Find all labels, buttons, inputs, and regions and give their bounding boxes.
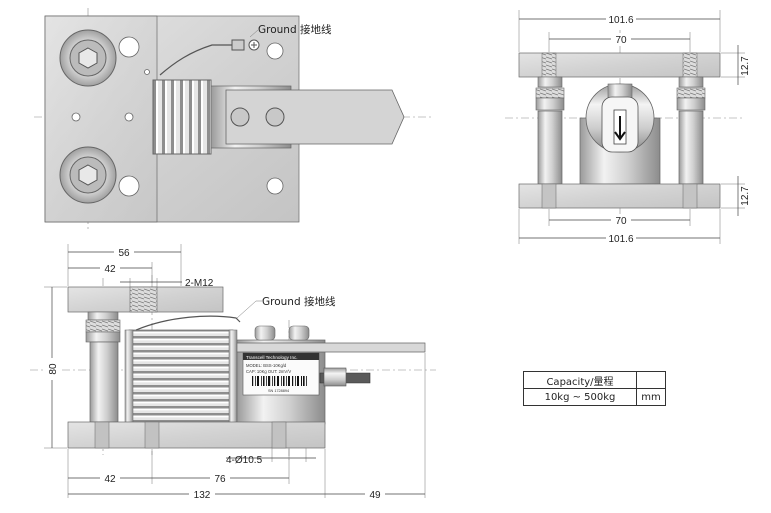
side-dim-70-top: 70: [615, 35, 627, 46]
top-loading-arm: [225, 89, 405, 145]
top-ground-label: Ground 接地线: [258, 23, 332, 36]
front-cable-gland: [323, 367, 347, 387]
front-dim-80: 80: [48, 363, 59, 375]
nameplate-line-2: MODEL: BSS-10Kg/d: [246, 363, 287, 368]
nameplate-line-4: SN 1728894: [268, 389, 289, 393]
capacity-value-cell: 10kg ~ 500kg: [523, 388, 637, 406]
side-right-column: [678, 110, 704, 185]
spec-table-row-header: Capacity/量程: [523, 371, 666, 389]
nameplate-line-1: Transcell Technology Inc.: [246, 355, 298, 360]
top-ground-leader: [249, 29, 259, 38]
front-ground-label: Ground 接地线: [262, 295, 336, 308]
top-ground-lug: [231, 39, 245, 51]
top-hole-4: [266, 177, 284, 195]
nameplate-line-3: CAP: 10Kg OUT: 2mV/V: [246, 369, 291, 374]
top-bolt-head-upper: [78, 47, 98, 69]
top-hole-3: [266, 42, 284, 60]
front-hole-label: 4-Ø10.5: [226, 455, 263, 466]
side-dim-101-top: 101.6: [608, 15, 633, 26]
front-dim-49: 49: [369, 490, 381, 501]
top-bellows: [152, 79, 212, 155]
top-hole-1: [118, 36, 140, 58]
front-dim-56: 56: [118, 248, 130, 259]
top-hole-2: [118, 175, 140, 197]
side-dim-70-bottom: 70: [615, 216, 627, 227]
top-arm-bolt-1: [230, 107, 250, 127]
side-view: 101.6 70 12.7 12.7 70 101.6: [505, 10, 751, 245]
front-dim-42-top: 42: [104, 264, 116, 275]
empty-header-cell: [636, 371, 666, 389]
top-arm-bolt-2: [265, 107, 285, 127]
spec-table: Capacity/量程 10kg ~ 500kg mm: [523, 371, 666, 406]
side-left-column: [537, 110, 563, 185]
front-dim-76: 76: [214, 474, 226, 485]
front-left-column: [89, 341, 119, 423]
front-bellows: [128, 329, 234, 425]
top-view: Ground 接地线: [34, 8, 432, 232]
front-dim-132: 132: [194, 490, 211, 501]
top-bolt-head-lower: [78, 164, 98, 186]
unit-cell: mm: [636, 388, 666, 406]
front-m12-thread: [129, 286, 158, 313]
front-loading-arm: [236, 342, 426, 353]
front-nameplate: Transcell Technology Inc. MODEL: BSS-10K…: [242, 352, 320, 396]
front-thread-label: 2-M12: [185, 278, 214, 289]
top-hole-small-3: [144, 69, 150, 75]
side-load-direction-icon: [614, 116, 626, 141]
front-dim-42-bottom: 42: [104, 474, 116, 485]
top-ground-wire: [159, 44, 232, 76]
nameplate-barcode: [252, 376, 307, 386]
top-hole-small-1: [71, 112, 81, 122]
front-ground-wire: [135, 315, 241, 331]
front-view: Transcell Technology Inc. MODEL: BSS-10K…: [30, 244, 436, 501]
top-hole-small-2: [124, 112, 134, 122]
side-dim-12-7-bottom: 12.7: [740, 186, 751, 206]
spec-table-row-value: 10kg ~ 500kg mm: [523, 388, 666, 406]
side-dim-12-7-top: 12.7: [740, 56, 751, 76]
side-dim-101-bottom: 101.6: [608, 234, 633, 245]
capacity-header-cell: Capacity/量程: [523, 371, 637, 389]
